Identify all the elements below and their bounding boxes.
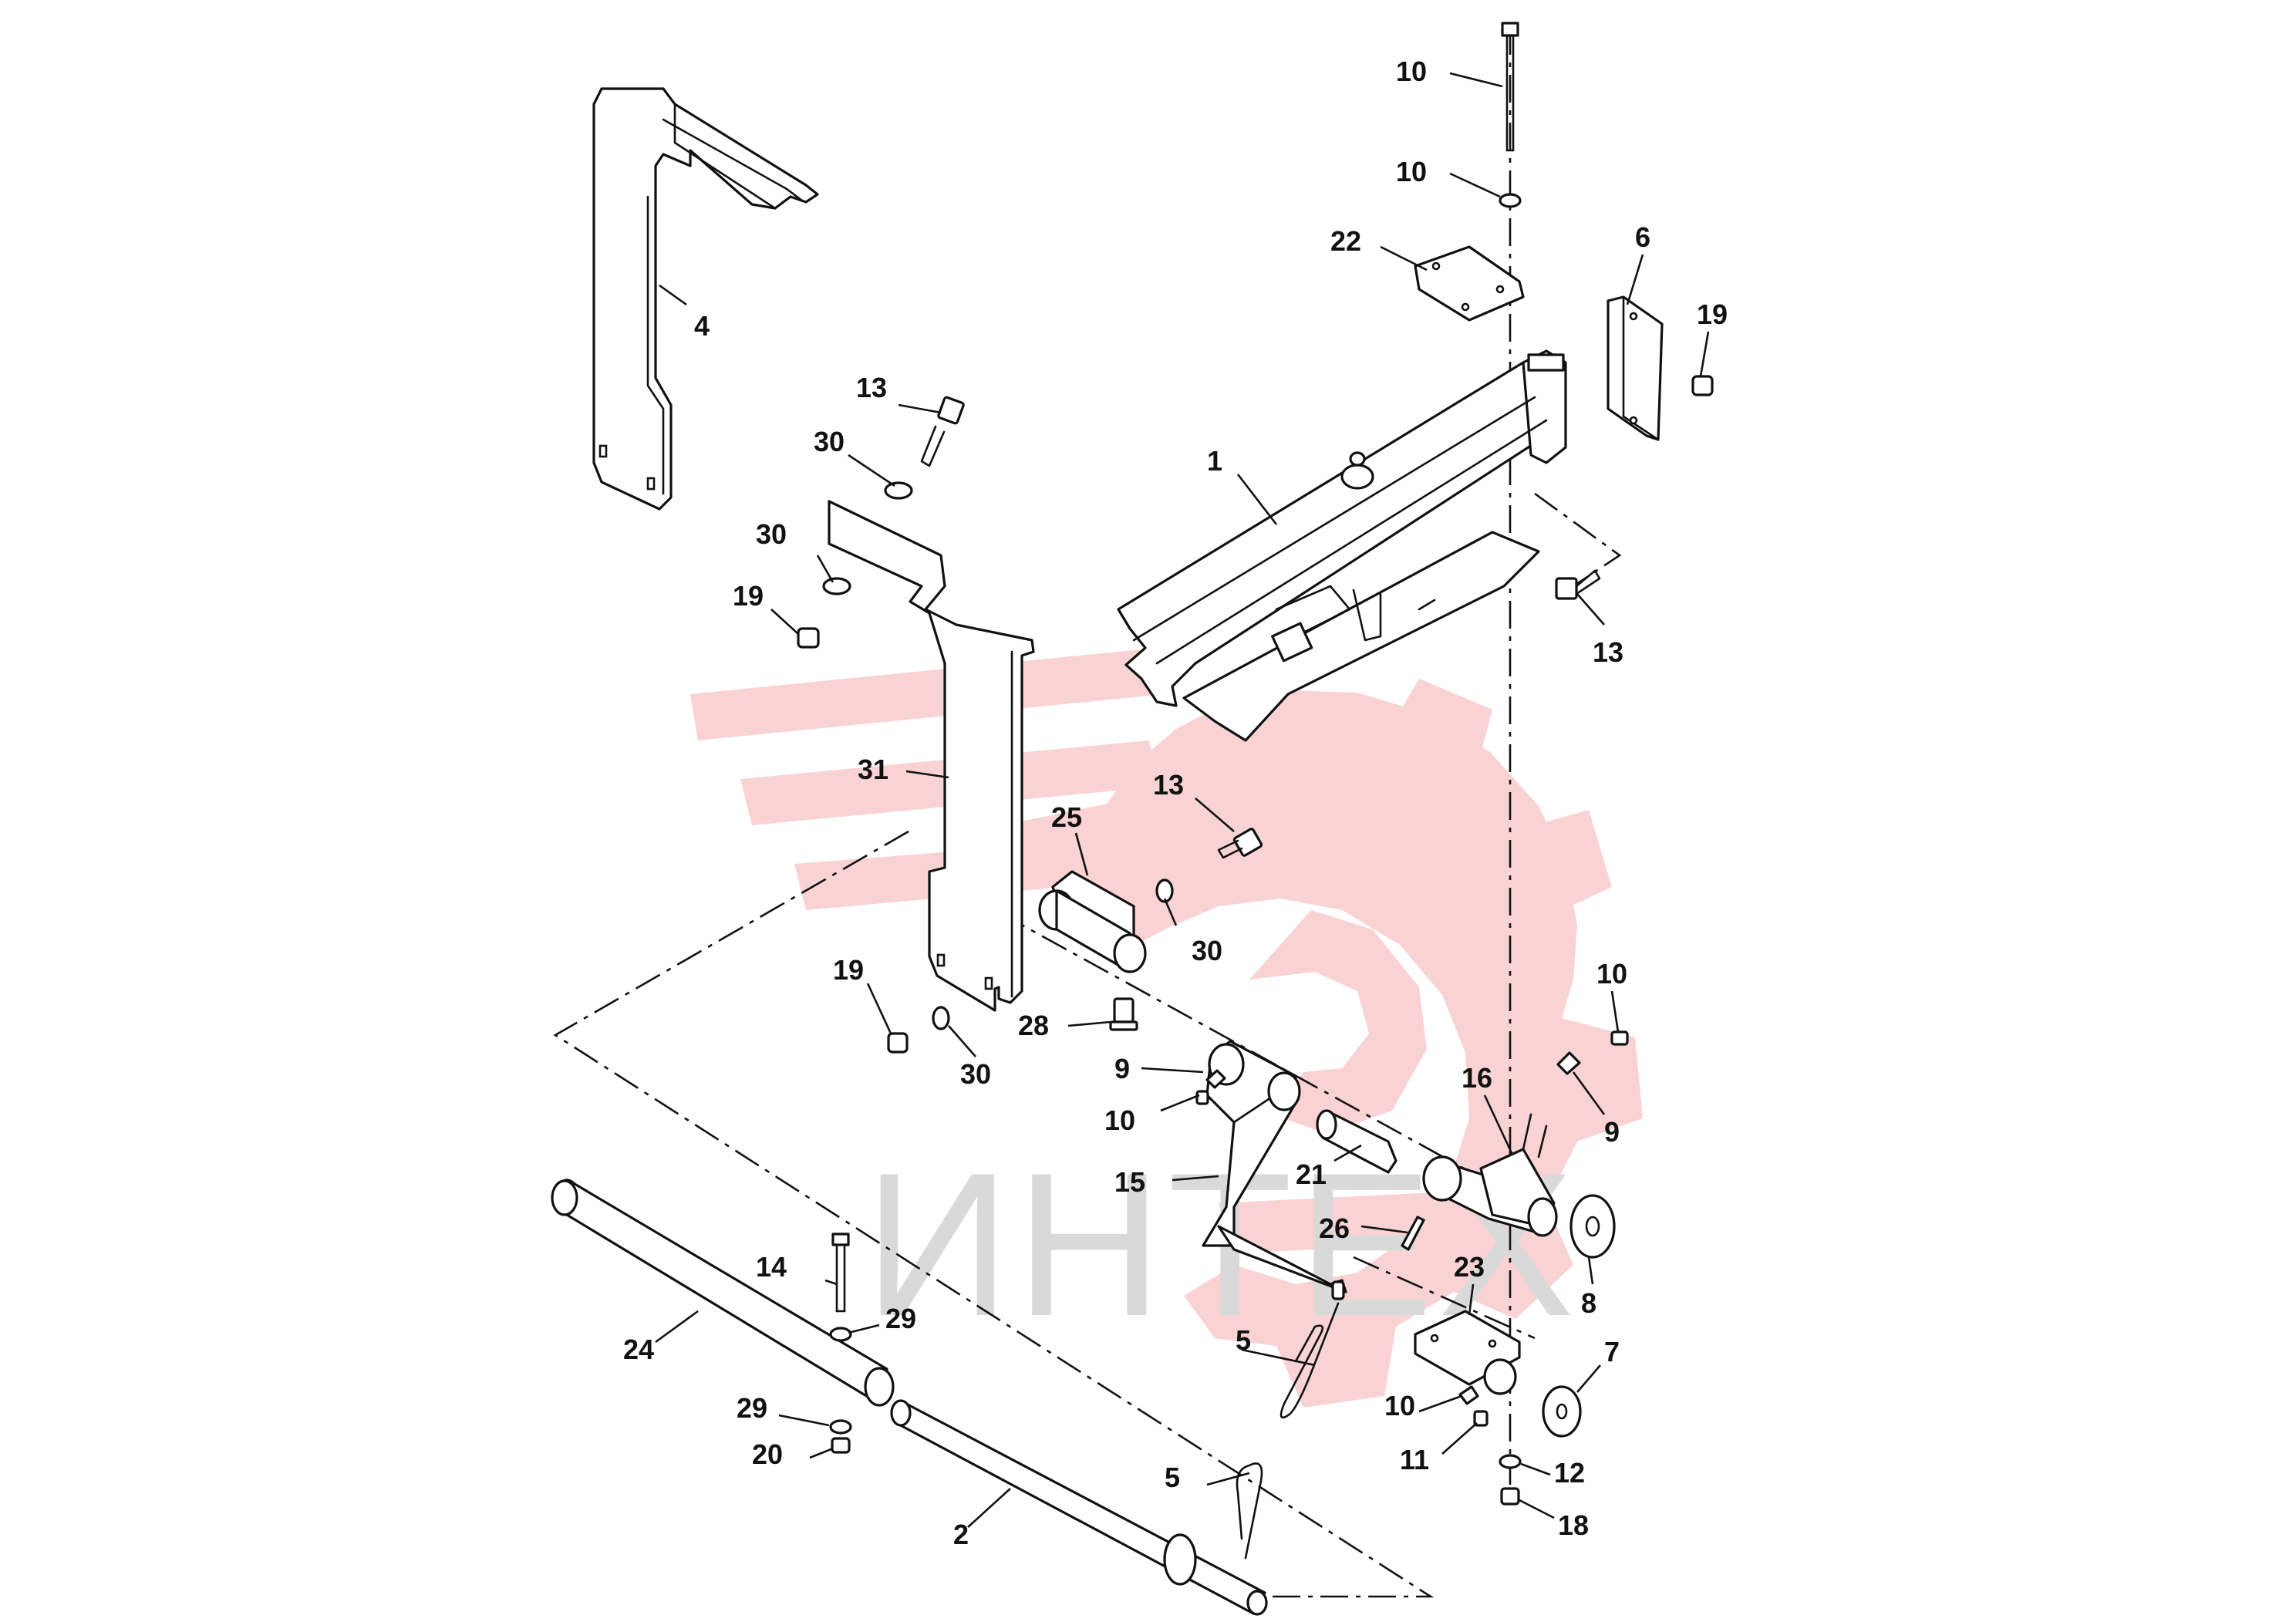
part-9-10-fitting-b bbox=[1556, 1030, 1629, 1075]
part-31-upright bbox=[828, 500, 1035, 1012]
callout-labels: 10 10 22 6 19 1 13 4 13 30 30 19 31 13 2… bbox=[623, 56, 1728, 1550]
part-25-roll-pin bbox=[1401, 1216, 1425, 1251]
callout-1: 1 bbox=[1207, 445, 1222, 477]
callout-5: 5 bbox=[1236, 1324, 1251, 1356]
part-9-10-fitting-a bbox=[1195, 1069, 1226, 1105]
callout-23: 23 bbox=[1454, 1251, 1485, 1283]
callout-12: 10 bbox=[1396, 156, 1427, 187]
callout-12: 12 bbox=[1554, 1457, 1585, 1489]
callout-10: 10 bbox=[1104, 1104, 1135, 1136]
part-12-washer-top bbox=[1499, 193, 1522, 208]
part-26-screw bbox=[1109, 997, 1138, 1031]
callout-19: 19 bbox=[733, 580, 764, 612]
leader-lines bbox=[655, 72, 1710, 1528]
callout-24: 25 bbox=[1051, 801, 1082, 833]
part-30-washer-a bbox=[884, 481, 913, 500]
callout-13: 13 bbox=[1153, 769, 1184, 801]
callout-2: 2 bbox=[953, 1519, 969, 1550]
callout-28: 24 bbox=[623, 1334, 654, 1365]
callout-29: 29 bbox=[737, 1392, 767, 1424]
assembly-centerlines bbox=[553, 27, 1622, 1598]
callout-13: 13 bbox=[856, 372, 887, 403]
callout-30: 30 bbox=[814, 426, 845, 457]
callout-10: 11 bbox=[1400, 1444, 1429, 1475]
part-29-washer-lower bbox=[829, 1419, 852, 1435]
callout-26: 28 bbox=[1018, 1010, 1049, 1041]
part-8-washer bbox=[1569, 1194, 1616, 1259]
part-19-nut-right bbox=[1691, 375, 1714, 396]
part-28-tube bbox=[551, 1179, 895, 1407]
part-24-pivot-bracket bbox=[1038, 870, 1147, 973]
callout-9: 9 bbox=[1114, 1053, 1130, 1084]
callout-10: 10 bbox=[1596, 958, 1627, 990]
callout-13: 13 bbox=[1593, 636, 1623, 668]
callout-14: 14 bbox=[756, 1251, 787, 1283]
part-4-bracket bbox=[592, 87, 819, 511]
part-22-plate bbox=[1414, 245, 1525, 322]
callout-4: 4 bbox=[694, 310, 710, 342]
part-30-washer-c bbox=[1155, 878, 1174, 903]
part-30-washer-d bbox=[932, 1006, 950, 1030]
part-14-bolt bbox=[831, 1233, 850, 1313]
part-13-bolt-upper bbox=[920, 396, 965, 467]
callout-21: 21 bbox=[1296, 1158, 1327, 1190]
part-30-washer-b bbox=[822, 577, 851, 595]
part-19-nut-left bbox=[797, 627, 820, 649]
callout-11: 10 bbox=[1396, 56, 1427, 87]
callout-9: 10 bbox=[1384, 1390, 1415, 1421]
callout-30: 30 bbox=[756, 518, 787, 550]
part-13-bolt-right bbox=[1555, 569, 1601, 600]
part-13-bolt-mid bbox=[1217, 828, 1263, 859]
part-20-nut bbox=[831, 1437, 851, 1454]
callout-31: 31 bbox=[858, 754, 888, 785]
part-18-nut bbox=[1500, 1487, 1520, 1506]
part-16-pivot-arm bbox=[1422, 1113, 1558, 1237]
part-7-washer bbox=[1542, 1385, 1582, 1438]
part-23-lower-plate bbox=[1414, 1310, 1521, 1395]
callout-7: 7 bbox=[1604, 1336, 1620, 1367]
part-5-hairpin-upper bbox=[1279, 1280, 1345, 1419]
part-29-washer-upper bbox=[829, 1327, 852, 1342]
part-19-nut-lower bbox=[887, 1032, 909, 1054]
callout-30: 30 bbox=[960, 1058, 991, 1090]
callout-29: 29 bbox=[885, 1303, 916, 1334]
callout-5: 5 bbox=[1165, 1462, 1180, 1493]
callout-20: 20 bbox=[752, 1438, 783, 1470]
part-6-plate bbox=[1607, 295, 1664, 441]
callout-30: 30 bbox=[1192, 935, 1222, 966]
callout-8: 8 bbox=[1581, 1287, 1596, 1319]
part-2-shaft bbox=[890, 1399, 1268, 1616]
part-9-10-fitting-c bbox=[1458, 1385, 1489, 1427]
callout-9: 9 bbox=[1604, 1116, 1620, 1148]
part-12-washer-bottom bbox=[1499, 1454, 1522, 1469]
part-21-pin bbox=[1316, 1109, 1397, 1174]
part-11-long-bolt bbox=[1501, 22, 1519, 152]
callout-15: 15 bbox=[1114, 1166, 1145, 1198]
part-5-hairpin-lower bbox=[1236, 1462, 1263, 1560]
callout-19: 19 bbox=[833, 954, 864, 986]
callout-19: 19 bbox=[1697, 298, 1728, 330]
callout-18: 18 bbox=[1558, 1509, 1589, 1541]
part-1-channel bbox=[1117, 349, 1567, 742]
callout-6: 6 bbox=[1635, 221, 1650, 253]
callout-22: 22 bbox=[1330, 225, 1361, 257]
callout-16: 16 bbox=[1462, 1062, 1492, 1094]
callout-25: 26 bbox=[1319, 1212, 1350, 1244]
